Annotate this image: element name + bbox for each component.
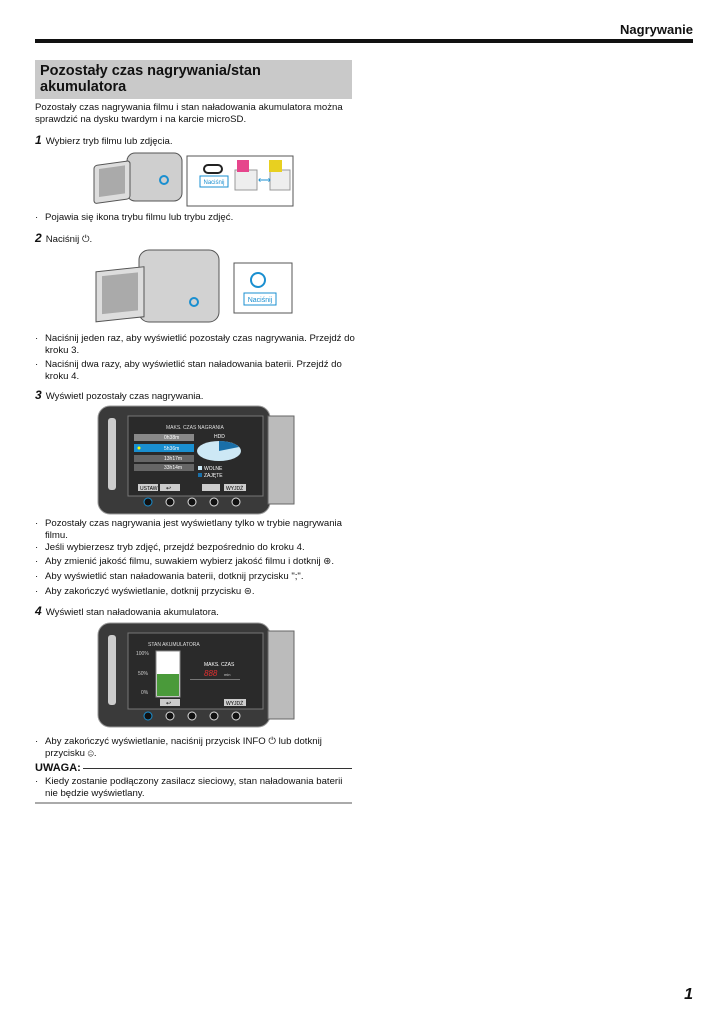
legend-free: WOLNE bbox=[204, 466, 223, 472]
mode-switch-icon bbox=[203, 164, 223, 174]
photo-mode-icon bbox=[269, 160, 282, 172]
page-number: 1 bbox=[684, 986, 693, 1003]
quality-row[interactable]: 0h38m bbox=[164, 435, 179, 441]
level-50: 50% bbox=[138, 671, 149, 677]
step-text: Wyświetl stan naładowania akumulatora. bbox=[45, 607, 219, 618]
bullet: Aby zmienić jakość filmu, suwakiem wybie… bbox=[35, 556, 355, 568]
step-text: Wyświetl pozostały czas nagrywania. bbox=[45, 391, 204, 402]
hdd-label: HDD bbox=[214, 434, 225, 440]
quality-row[interactable]: 33h14m bbox=[164, 465, 182, 471]
bullet: Aby zakończyć wyświetlanie, naciśnij prz… bbox=[35, 736, 355, 760]
battery-status-screen: STAN AKUMULATORA 100% 50% 0% MAKS. CZAS … bbox=[97, 622, 295, 728]
bullet: Aby wyświetlić stan naładowania baterii,… bbox=[35, 571, 355, 583]
bullet: Naciśnij jeden raz, aby wyświetlić pozos… bbox=[35, 333, 355, 357]
header-rule bbox=[35, 39, 693, 43]
press-callout: Naciśnij bbox=[248, 297, 273, 304]
step-number: 1 bbox=[35, 133, 42, 147]
note-title: UWAGA: bbox=[35, 762, 81, 774]
level-0: 0% bbox=[141, 690, 149, 696]
bullet: Pozostały czas nagrywania jest wyświetla… bbox=[35, 518, 355, 542]
screen-title: MAKS. CZAS NAGRANIA bbox=[166, 425, 224, 431]
exit-button[interactable]: WYJDŹ bbox=[226, 485, 243, 492]
time-unit: min bbox=[224, 672, 230, 677]
exit-button[interactable]: WYJDŹ bbox=[226, 700, 243, 707]
back-icon[interactable]: ↩ bbox=[166, 701, 171, 707]
battery-level-fill bbox=[157, 674, 179, 696]
bullet-text: Jeśli wybierzesz tryb zdjęć, przejdź bez… bbox=[45, 542, 305, 553]
bullet: Pojawia się ikona trybu filmu lub trybu … bbox=[35, 212, 355, 224]
bullet: Naciśnij dwa razy, aby wyświetlić stan n… bbox=[35, 359, 355, 383]
mode-button-highlight bbox=[159, 175, 169, 185]
set-button[interactable]: USTAW bbox=[140, 486, 158, 492]
camera-info-illustration: Naciśnij bbox=[95, 249, 293, 323]
press-callout: Naciśnij bbox=[203, 180, 224, 186]
note-bullet: Kiedy zostanie podłączony zasilacz sieci… bbox=[35, 776, 355, 800]
step-number: 4 bbox=[35, 604, 42, 618]
note-bottom-rule bbox=[35, 802, 352, 804]
time-digits: 888 bbox=[204, 669, 218, 678]
power-info-icon bbox=[250, 272, 266, 288]
capacity-pie-used bbox=[219, 441, 239, 451]
note-rule bbox=[82, 767, 352, 769]
level-100: 100% bbox=[136, 651, 149, 657]
bullet-continuation: Jeśli wybierzesz tryb zdjęć, przejdź bez… bbox=[35, 542, 355, 554]
max-time-label: MAKS. CZAS bbox=[204, 662, 235, 668]
camera-mode-illustration: Naciśnij ⟷ bbox=[93, 152, 294, 207]
section-header: Nagrywanie bbox=[620, 22, 693, 37]
quality-row[interactable]: 13h17m bbox=[164, 456, 182, 462]
remaining-time-screen: MAKS. CZAS NAGRANIA 0h38m 5h36m 13h17m 3… bbox=[97, 405, 295, 515]
note-heading: UWAGA: bbox=[35, 762, 352, 774]
legend-used: ZAJĘTE bbox=[204, 473, 223, 479]
quality-row-selected[interactable]: 5h36m bbox=[164, 446, 179, 452]
step-number: 2 bbox=[35, 231, 42, 245]
step-number: 3 bbox=[35, 388, 42, 402]
step-text: Naciśnij ⏻. bbox=[45, 234, 93, 245]
screen-title: STAN AKUMULATORA bbox=[148, 642, 200, 648]
page-title: Pozostały czas nagrywania/stan akumulato… bbox=[35, 60, 352, 99]
switch-arrow-icon: ⟷ bbox=[258, 175, 271, 185]
intro-text: Pozostały czas nagrywania filmu i stan n… bbox=[35, 102, 343, 125]
back-icon[interactable]: ↩ bbox=[166, 486, 171, 492]
movie-mode-icon bbox=[237, 160, 249, 172]
step-text: Wybierz tryb filmu lub zdjęcia. bbox=[45, 136, 173, 147]
bullet: Aby zakończyć wyświetlanie, dotknij przy… bbox=[35, 586, 355, 598]
info-button-highlight bbox=[189, 297, 199, 307]
